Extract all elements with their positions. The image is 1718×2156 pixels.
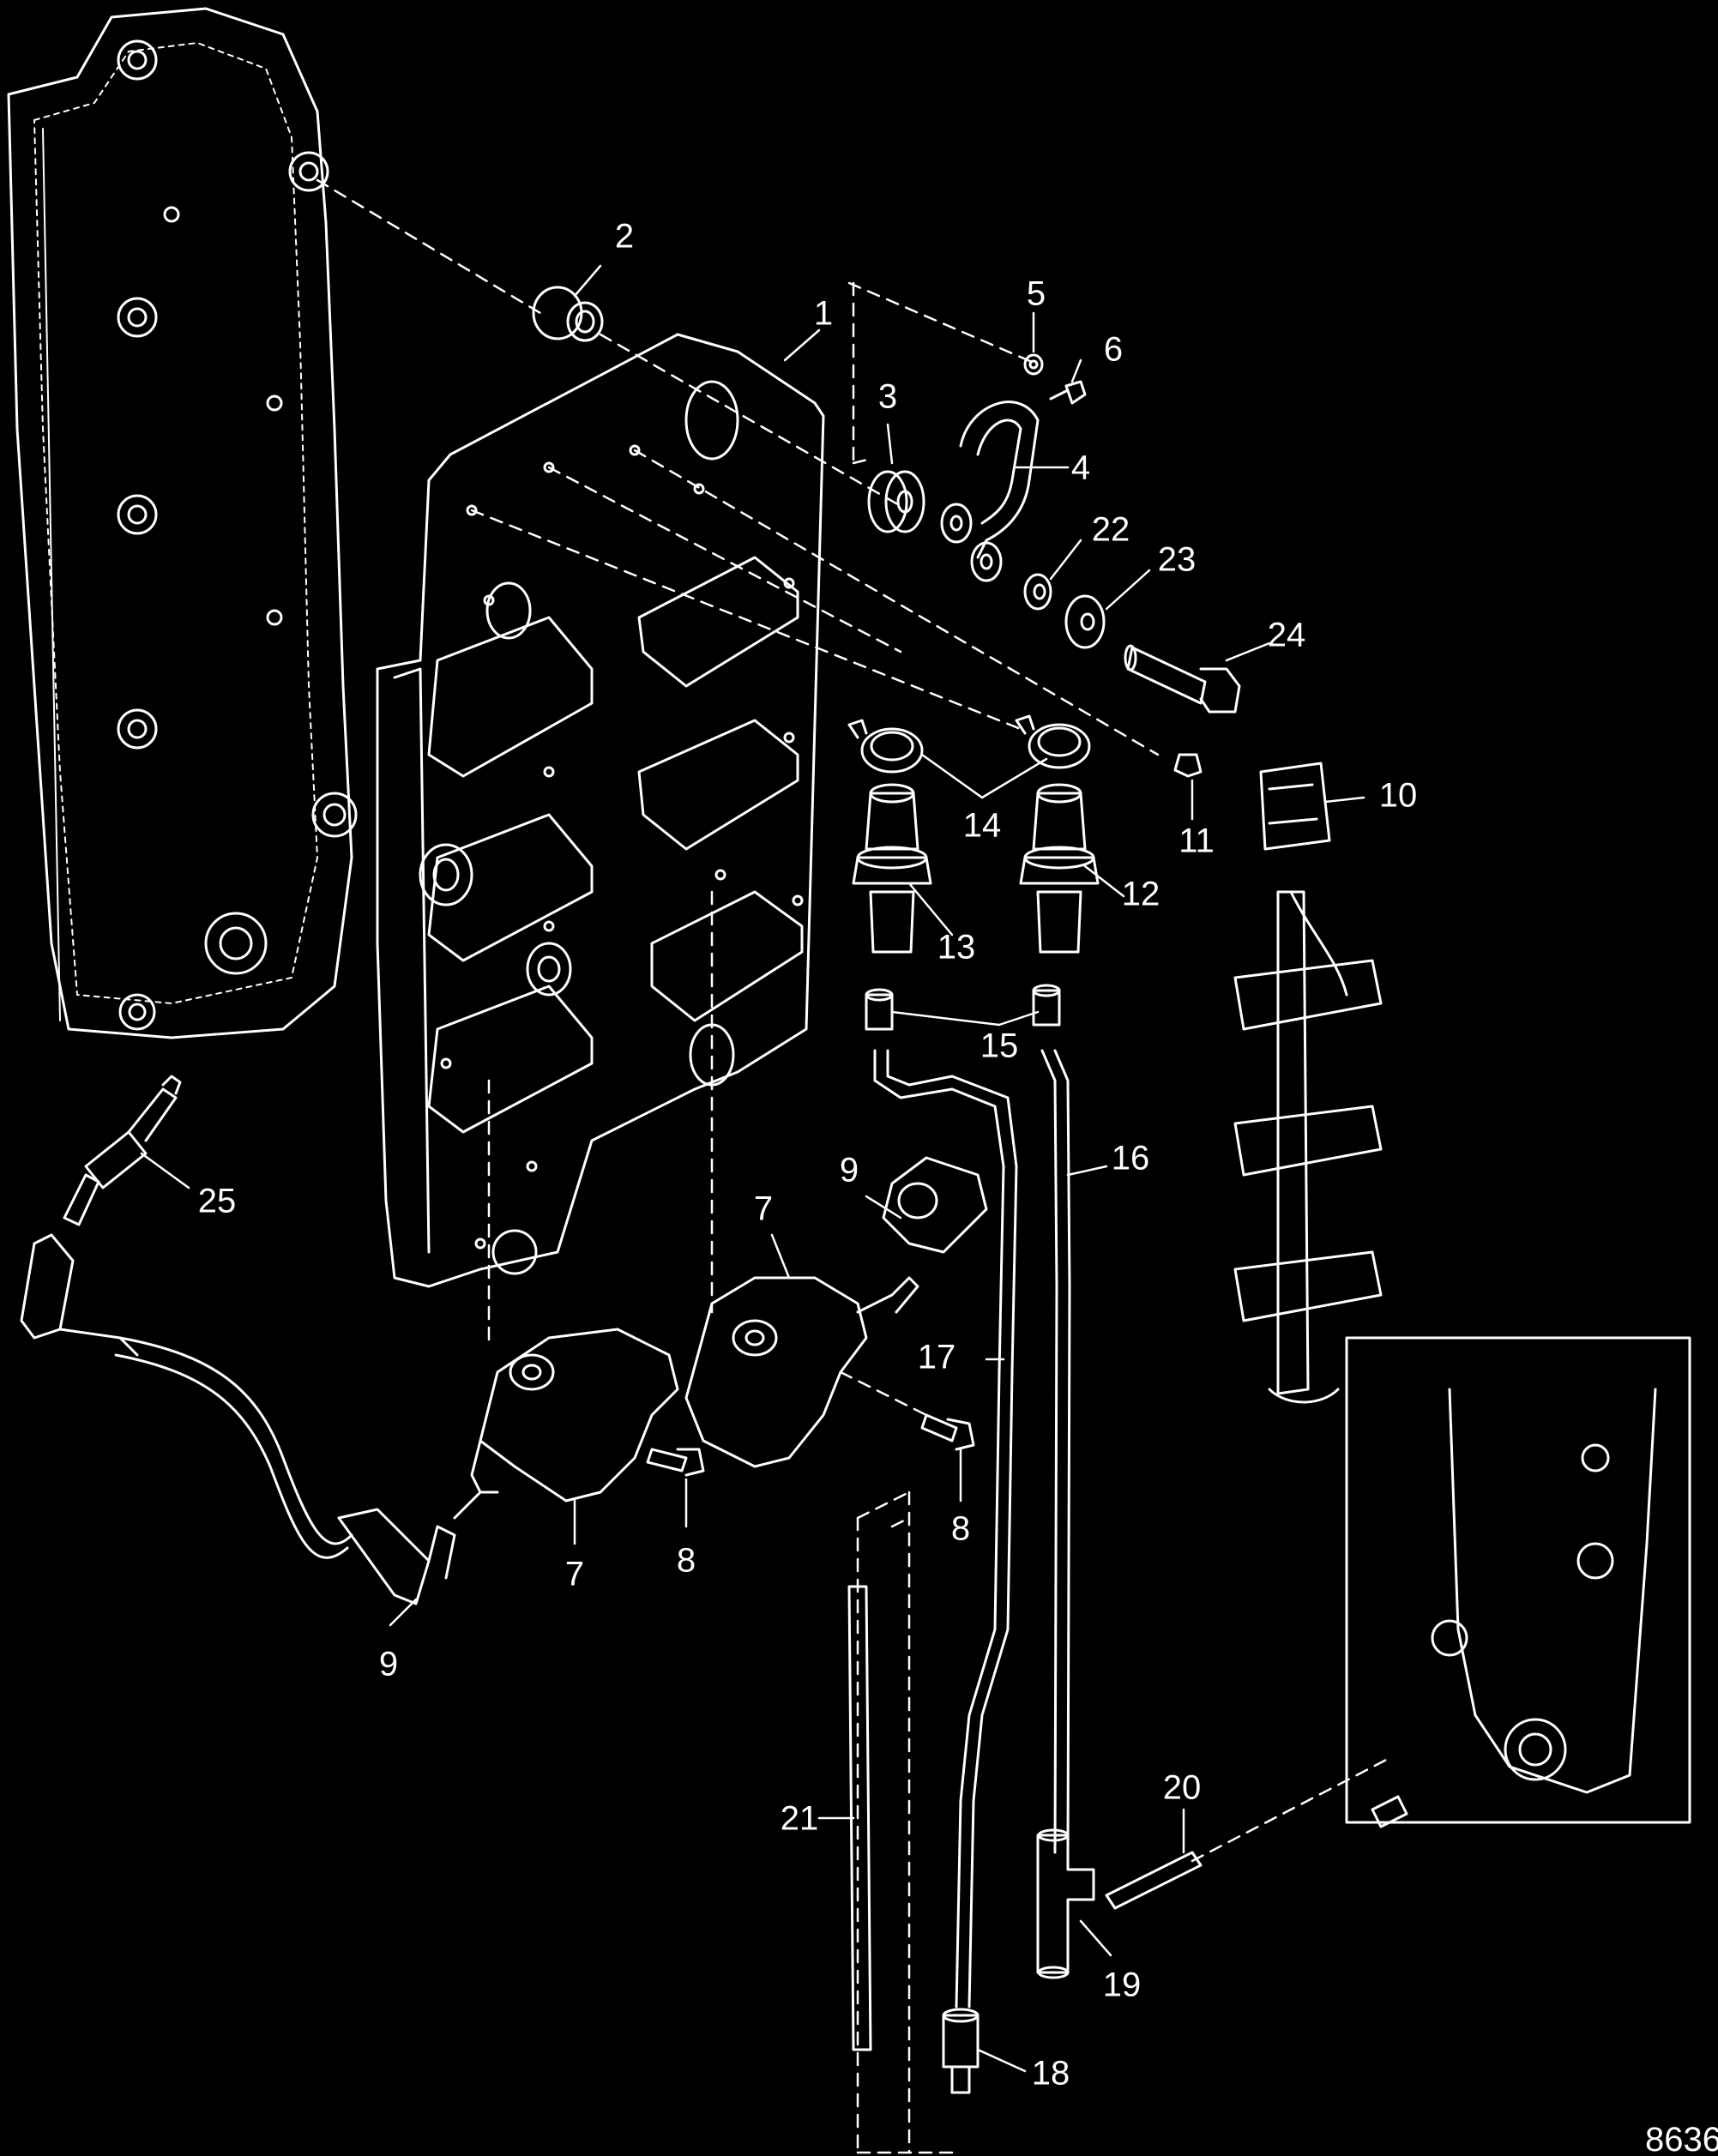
spark-plug <box>63 1075 182 1226</box>
callout-9-upper: 9 <box>840 1152 859 1189</box>
callout-18: 18 <box>1032 2055 1070 2093</box>
callout-5: 5 <box>1027 275 1046 313</box>
coil-bolt <box>646 1413 975 1477</box>
callout-3: 3 <box>878 378 897 416</box>
tube-short <box>1105 1851 1203 1910</box>
callout-19: 19 <box>1103 1966 1142 2004</box>
engine-block <box>7 7 358 1039</box>
callout-8-left: 8 <box>677 1542 696 1580</box>
callout-20: 20 <box>1163 1769 1202 1807</box>
spark-plug-lead <box>20 1233 456 1605</box>
lock-washer <box>1023 573 1052 611</box>
connector <box>942 2008 980 2094</box>
ground-strap <box>940 400 1040 582</box>
clip <box>1173 753 1203 778</box>
callout-16: 16 <box>1112 1140 1150 1177</box>
callout-11: 11 <box>1178 822 1215 860</box>
callout-10: 10 <box>1379 777 1418 815</box>
callout-15: 15 <box>980 1027 1019 1065</box>
callout-14: 14 <box>963 807 1002 845</box>
hose-clamp <box>847 714 1091 774</box>
flat-washer <box>1064 594 1106 649</box>
coil-boot <box>882 1156 988 1254</box>
washer-small <box>1023 353 1044 376</box>
tee-fitting <box>1036 1828 1095 1979</box>
mounting-plate <box>376 333 825 1288</box>
callout-7-left: 7 <box>565 1556 584 1593</box>
callout-1: 1 <box>814 295 833 333</box>
callout-4: 4 <box>1071 449 1090 487</box>
callout-21: 21 <box>781 1800 819 1838</box>
callout-12: 12 <box>1122 876 1160 913</box>
callout-leaders <box>140 264 1365 2073</box>
bushing <box>532 286 604 342</box>
callout-13: 13 <box>937 929 976 967</box>
screw-small <box>1049 380 1087 405</box>
callout-23: 23 <box>1158 541 1197 579</box>
pressure-sensor <box>852 783 1100 954</box>
bolt <box>1124 644 1241 714</box>
leader-lines <box>316 178 1391 2154</box>
callout-8-right: 8 <box>951 1510 970 1548</box>
grommet <box>867 470 925 533</box>
callout-2: 2 <box>615 218 634 256</box>
callout-25: 25 <box>198 1183 237 1220</box>
inset-detail <box>1345 1336 1691 1828</box>
callout-24: 24 <box>1268 617 1306 654</box>
figure-id: 8636 <box>1645 2121 1718 2156</box>
callout-9-lower: 9 <box>379 1646 398 1683</box>
wiring-harness <box>1233 762 1383 1404</box>
callout-22: 22 <box>1092 511 1130 549</box>
tube <box>847 1585 872 2051</box>
callout-6: 6 <box>1104 331 1123 369</box>
callout-labels: 2 1 5 6 3 4 22 23 24 10 14 11 12 13 15 1… <box>198 218 1718 2156</box>
callout-17: 17 <box>918 1339 956 1376</box>
hose <box>873 1049 1071 2008</box>
ignition-coil <box>453 1276 919 1520</box>
fitting <box>865 984 1061 1031</box>
callout-7-right: 7 <box>754 1190 773 1228</box>
